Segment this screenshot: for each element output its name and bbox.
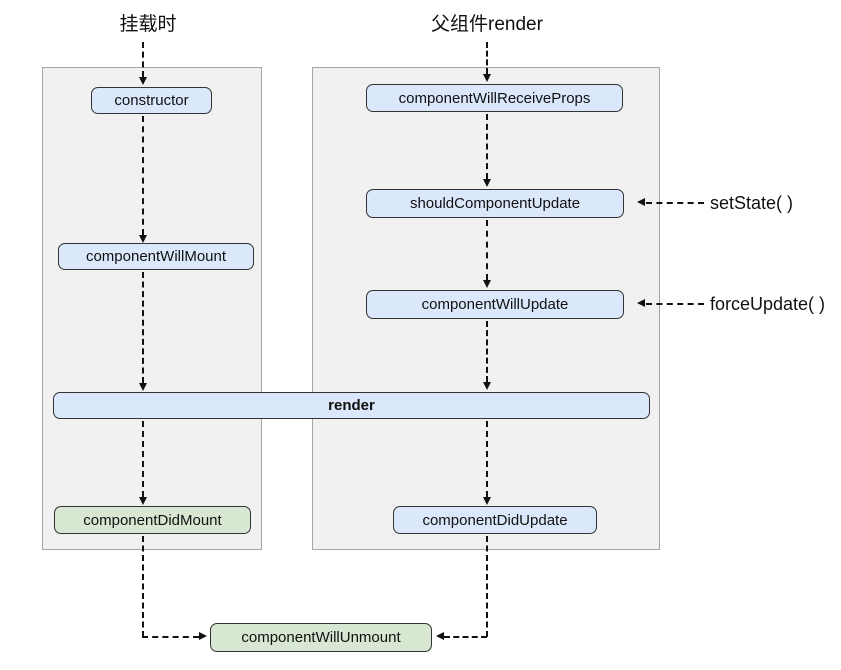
arrow-didupdate-to-willunmount-horizontal <box>444 636 487 638</box>
node-component-will-update: componentWillUpdate <box>366 290 624 319</box>
node-component-will-receive-props: componentWillReceiveProps <box>366 84 623 112</box>
mount-panel <box>42 67 262 550</box>
arrow-willmount-to-render <box>142 272 144 383</box>
node-component-did-mount: componentDidMount <box>54 506 251 534</box>
arrow-willreceiveprops-to-shouldupdate <box>486 114 488 179</box>
arrowhead-right-icon <box>199 632 207 640</box>
arrowhead-down-icon <box>483 497 491 505</box>
arrowhead-left-icon <box>637 299 645 307</box>
arrowhead-down-icon <box>139 235 147 243</box>
node-render: render <box>53 392 650 419</box>
arrowhead-down-icon <box>139 497 147 505</box>
node-component-did-update: componentDidUpdate <box>393 506 597 534</box>
node-component-will-unmount: componentWillUnmount <box>210 623 432 652</box>
arrowhead-down-icon <box>139 383 147 391</box>
arrowhead-left-icon <box>637 198 645 206</box>
arrow-parentrender-to-willreceiveprops <box>486 42 488 74</box>
node-constructor: constructor <box>91 87 212 114</box>
arrow-didupdate-to-willunmount-vertical <box>486 536 488 637</box>
forceupdate-label: forceUpdate( ) <box>710 294 826 314</box>
arrowhead-down-icon <box>483 382 491 390</box>
arrowhead-down-icon <box>483 280 491 288</box>
node-should-component-update: shouldComponentUpdate <box>366 189 624 218</box>
setstate-label: setState( ) <box>710 193 794 213</box>
arrow-constructor-to-willmount <box>142 116 144 235</box>
arrow-mount-to-constructor <box>142 42 144 77</box>
arrow-setstate-to-shouldupdate <box>646 202 704 204</box>
arrowhead-down-icon <box>139 77 147 85</box>
mount-phase-title: 挂载时 <box>119 14 177 35</box>
arrow-didmount-to-willunmount-vertical <box>142 536 144 637</box>
arrowhead-left-icon <box>436 632 444 640</box>
arrow-render-to-didmount <box>142 421 144 497</box>
arrow-shouldupdate-to-willupdate <box>486 220 488 280</box>
arrow-willupdate-to-render <box>486 321 488 382</box>
arrow-didmount-to-willunmount-horizontal <box>142 636 199 638</box>
arrow-forceupdate-to-willupdate <box>646 303 704 305</box>
arrow-render-to-didupdate <box>486 421 488 497</box>
arrowhead-down-icon <box>483 179 491 187</box>
arrowhead-down-icon <box>483 74 491 82</box>
parent-render-title: 父组件render <box>431 14 543 35</box>
node-component-will-mount: componentWillMount <box>58 243 254 270</box>
